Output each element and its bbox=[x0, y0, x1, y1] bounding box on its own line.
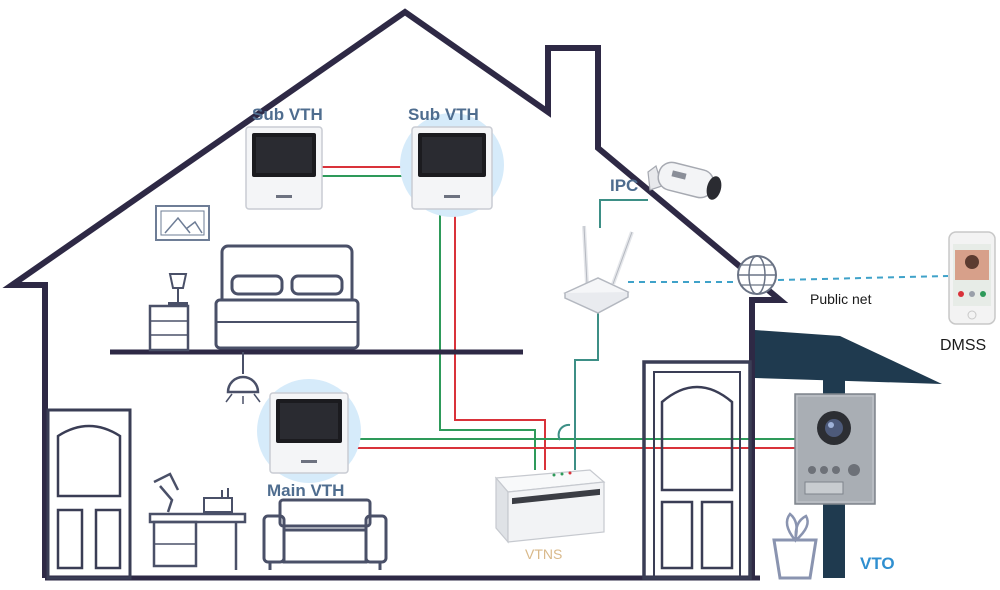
monitor-icon[interactable] bbox=[245, 126, 323, 210]
sofa-icon bbox=[262, 498, 388, 570]
sub-vth-left-label: Sub VTH bbox=[252, 105, 323, 124]
sub-vth-right-label: Sub VTH bbox=[408, 105, 479, 124]
router-icon[interactable] bbox=[563, 225, 634, 314]
dmss-label: DMSS bbox=[940, 337, 987, 354]
lamp-icon bbox=[225, 352, 261, 404]
picture-frame-icon bbox=[155, 205, 210, 241]
vtns-label: VTNS bbox=[525, 546, 563, 562]
plant-icon bbox=[772, 512, 818, 580]
wiring bbox=[318, 166, 949, 470]
switch-icon[interactable] bbox=[494, 469, 606, 544]
globe-icon bbox=[737, 255, 777, 295]
bed-icon bbox=[214, 244, 360, 350]
public-net-label: Public net bbox=[810, 291, 872, 307]
monitor-icon[interactable] bbox=[411, 126, 493, 210]
monitor-icon[interactable] bbox=[269, 392, 349, 474]
door-icon bbox=[46, 408, 132, 580]
phone-icon[interactable] bbox=[948, 231, 996, 325]
ipc-label: IPC bbox=[610, 176, 639, 195]
camera-icon[interactable] bbox=[647, 160, 724, 202]
house-outline-icon bbox=[2, 8, 789, 581]
door-icon bbox=[642, 360, 752, 580]
nightstand-lamp-icon bbox=[148, 273, 190, 352]
main-vth-label: Main VTH bbox=[267, 481, 345, 500]
door-station-icon[interactable] bbox=[794, 393, 876, 505]
vto-label: VTO bbox=[860, 554, 895, 573]
desk-icon bbox=[148, 472, 247, 570]
